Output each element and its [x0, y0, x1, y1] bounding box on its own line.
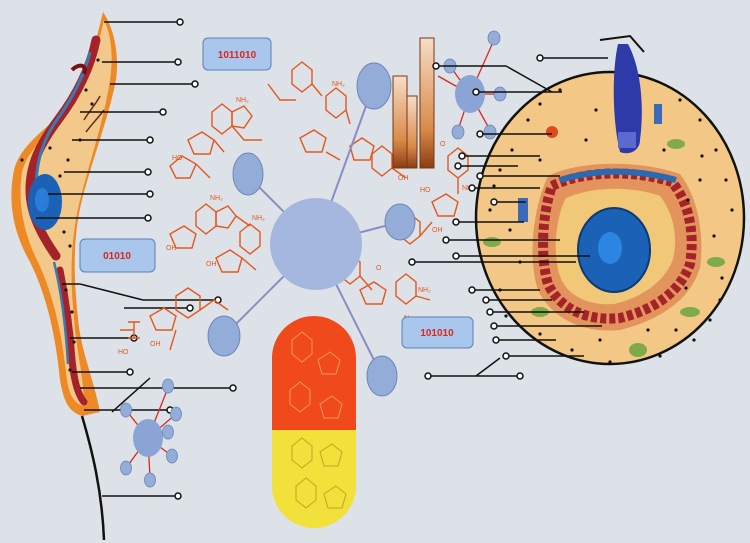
svg-text:OH: OH [398, 175, 409, 182]
svg-text:OH: OH [166, 245, 177, 252]
binary-text-top: 1011010 [218, 50, 257, 61]
svg-text:HO: HO [420, 187, 431, 194]
svg-text:O: O [440, 141, 446, 148]
right-pointer-dots [408, 54, 544, 380]
left-pointer-dots [126, 18, 237, 500]
left-network-node [120, 378, 182, 488]
binary-label-top: 1011010 [202, 37, 272, 71]
elongated-cell [11, 12, 118, 541]
binary-text-right: 101010 [420, 328, 454, 339]
central-hub-node [270, 198, 362, 290]
svg-text:OH: OH [150, 341, 161, 348]
svg-text:OH: OH [206, 261, 217, 268]
left-pointer-lines [36, 21, 233, 497]
drug-capsule [272, 316, 356, 528]
svg-text:NH₂: NH₂ [418, 287, 431, 294]
svg-text:NH₂: NH₂ [210, 195, 223, 202]
binary-label-left: 01010 [79, 238, 156, 273]
svg-text:O: O [376, 265, 382, 272]
binary-label-right: 101010 [401, 316, 474, 349]
svg-text:NH₂: NH₂ [236, 97, 249, 104]
binary-text-left: 01010 [103, 251, 131, 262]
eukaryotic-cell [474, 34, 746, 366]
svg-text:HO: HO [118, 349, 129, 356]
central-network [207, 62, 416, 397]
nucleotide-structures [120, 61, 469, 351]
svg-text:HO: HO [172, 155, 183, 162]
svg-text:NH₂: NH₂ [332, 81, 345, 88]
right-pointer-lines [412, 57, 608, 377]
svg-text:NH: NH [462, 185, 472, 192]
flagellum [80, 415, 106, 541]
svg-text:OH: OH [432, 227, 443, 234]
decorative-bars [392, 37, 435, 169]
svg-text:NH₂: NH₂ [252, 215, 265, 222]
